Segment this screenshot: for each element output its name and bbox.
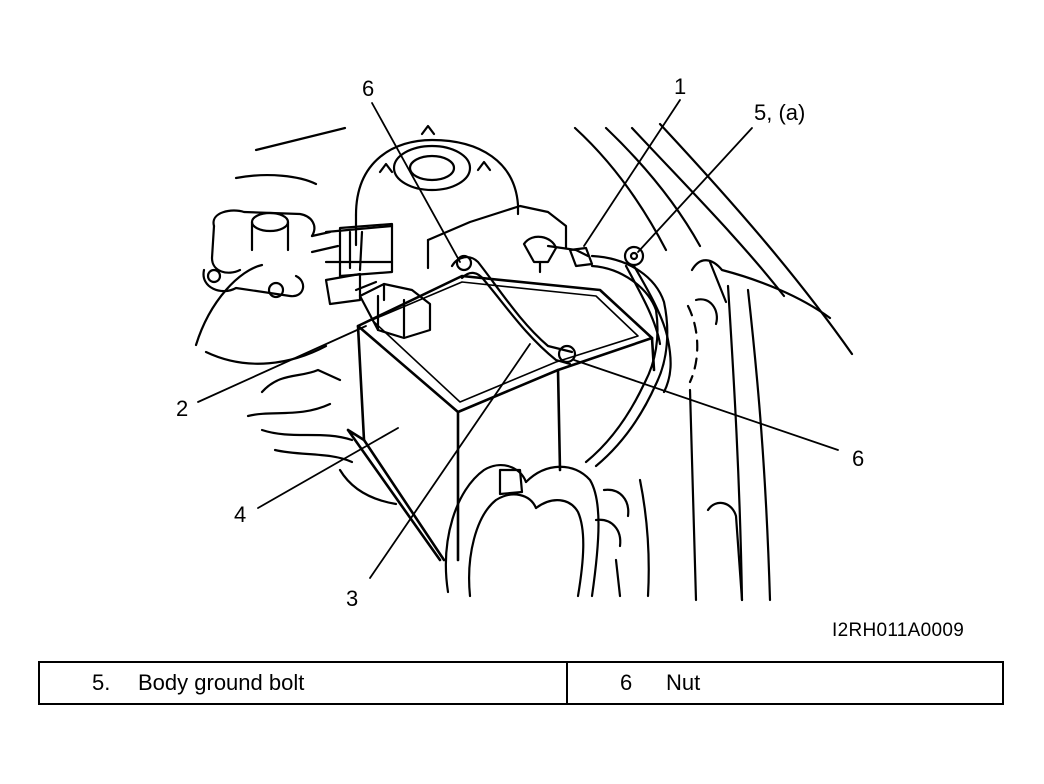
relay-bracket [324, 222, 394, 306]
brake-master-cylinder [202, 209, 394, 299]
battery-installation-illustration: 6 1 5, (a) 2 4 3 6 [176, 74, 864, 611]
leader-6-top [371, 102, 461, 263]
leader-1 [583, 99, 681, 247]
figure-code: I2RH011A0009 [832, 620, 965, 641]
air-box [426, 204, 568, 270]
callout-4: 4 [234, 502, 246, 527]
legend-description: Nut [666, 670, 701, 695]
leader-5 [637, 127, 753, 253]
leader-3 [369, 343, 531, 579]
engine-bay-outline [194, 126, 398, 506]
leader-2 [197, 325, 367, 403]
fender-structure [573, 122, 854, 602]
callout-1: 1 [674, 74, 686, 99]
hold-down-bracket [450, 254, 577, 366]
callout-6-right: 6 [852, 446, 864, 471]
strut-tower [354, 124, 520, 247]
legend-table: 5. Body ground bolt 6 Nut [38, 661, 1004, 705]
lower-hoses [444, 464, 650, 598]
leader-6-right [573, 359, 839, 451]
battery [346, 274, 656, 562]
legend-cell-nut: 6 Nut [568, 663, 1002, 703]
callout-6-top: 6 [362, 76, 374, 101]
ground-cable [623, 245, 672, 394]
positive-terminal-connector [354, 280, 432, 340]
callout-3: 3 [346, 586, 358, 611]
legend-cell-body-ground-bolt: 5. Body ground bolt [40, 663, 568, 703]
leader-lines [197, 99, 839, 579]
legend-number: 5. [92, 670, 111, 695]
fender-hidden-line [686, 304, 699, 384]
legend-number: 6 [620, 670, 633, 695]
legend-description: Body ground bolt [138, 670, 305, 695]
callout-5: 5, (a) [754, 100, 805, 125]
callout-2: 2 [176, 396, 188, 421]
leader-4 [257, 427, 399, 509]
negative-terminal-cable [522, 235, 669, 468]
